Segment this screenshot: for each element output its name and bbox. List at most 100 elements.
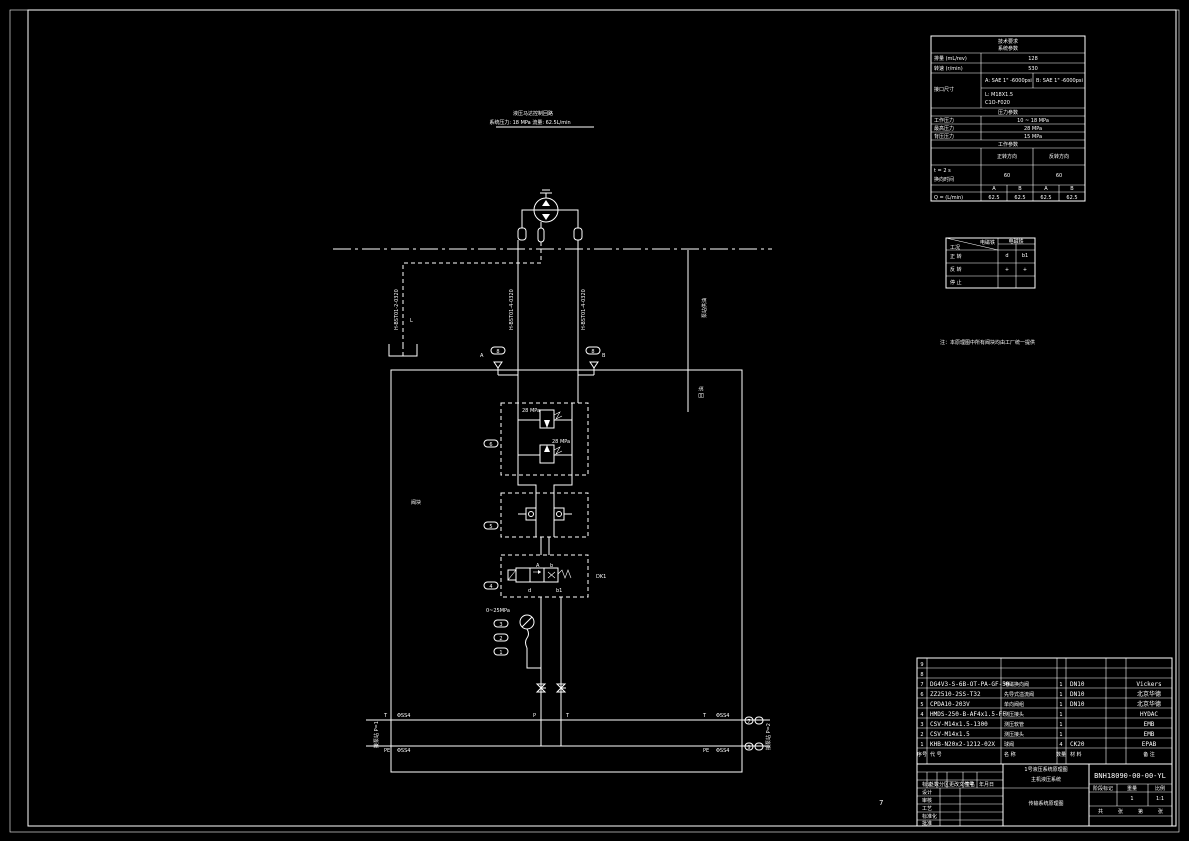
spec-section-work: 工作参数 xyxy=(998,141,1018,148)
bom-cell-code: CSV-M14x1.5-1300 xyxy=(930,721,988,728)
bom-header-material: 材 料 xyxy=(1070,751,1082,758)
bom-cell-name: 单向阀组 xyxy=(1004,701,1024,708)
bom-cell-name: 测压接头 xyxy=(1004,731,1024,738)
bom-cell-no: 7 xyxy=(920,682,923,688)
bom-cell-code: ZZ2510-2SS-T32 xyxy=(930,691,981,698)
spec-port-extra1: L: M18X1.5 xyxy=(985,92,1013,98)
bom-cell-no: 9 xyxy=(920,662,923,668)
sheet-label-1: 共 xyxy=(1098,808,1103,815)
bom-cell-remark: EPAB xyxy=(1142,741,1157,748)
port-pe-left: PE xyxy=(384,748,390,754)
test-point-a: 8 A xyxy=(480,346,518,376)
circuit-subtitle: 液压马达控制回路 xyxy=(513,110,553,117)
spec-flow-2: 62.5 xyxy=(1014,195,1025,201)
bom-cell-name: 电磁换向阀 xyxy=(1004,681,1029,688)
bom-header-qty: 数量 xyxy=(1056,751,1066,758)
port-b-label: B xyxy=(602,353,606,359)
truth-col-d: d xyxy=(1005,253,1008,259)
tb-role-3: 工艺 xyxy=(922,806,932,812)
pipe-size-2: ΦSS4 xyxy=(397,748,410,754)
bubble-5: 5 xyxy=(489,524,492,530)
truth-corner-bottom: 工况 xyxy=(950,245,960,251)
bom-cell-name: 测压软管 xyxy=(1004,721,1024,728)
spec-header2: 系统参数 xyxy=(998,45,1018,52)
spec-pressure3-label: 背压压力 xyxy=(934,133,954,140)
sheet-label-2: 张 xyxy=(1118,808,1123,815)
bom-cell-code: CPDA10-203V xyxy=(930,701,970,708)
tb-label-5: 签名 xyxy=(965,781,975,788)
bubble-r2: 9 xyxy=(747,745,750,751)
bom-cell-remark: HYDAC xyxy=(1140,711,1158,718)
spec-table: 技术要求 系统参数 排量 (mL/rev) 128 转速 (r/min) 530… xyxy=(930,35,1086,202)
bom-cell-remark: EMB xyxy=(1144,731,1155,738)
pipe-l-letter: L xyxy=(410,318,413,324)
ball-valve-p xyxy=(535,683,547,693)
stage-label-1: 阶段标记 xyxy=(1093,785,1113,792)
truth-row3-label: 停 止 xyxy=(950,279,962,286)
port-t-left: T xyxy=(383,713,388,719)
spec-work-val2: 60 xyxy=(1056,173,1062,179)
bom-cell-no: 6 xyxy=(920,692,923,698)
bubble-2: 2 xyxy=(499,636,502,642)
spec-pressure2-label: 最高压力 xyxy=(934,125,954,132)
bom-cell-code: DG4V3-S-6B-OT-PA-GF-50 xyxy=(930,681,1010,688)
bom-header-name: 名 称 xyxy=(1004,751,1016,758)
bom-cell-remark: 北京华德 xyxy=(1137,690,1161,698)
bom-cell-qty: 1 xyxy=(1059,712,1062,718)
truth-col-header: 电磁铁 xyxy=(1008,238,1023,245)
tb-label-4: 更改文件号 xyxy=(949,781,974,788)
port-p-label: P xyxy=(533,713,536,719)
scale-mark: 7 xyxy=(879,799,883,807)
bubble-1: 1 xyxy=(499,650,502,656)
bom-header-no: 序号 xyxy=(917,751,927,758)
test-point-b: 8 B xyxy=(578,346,606,376)
sheet-label-4: 张 xyxy=(1158,808,1163,815)
bom-cell-no: 4 xyxy=(920,712,923,718)
directional-valve-block: A b d b1 DK1 4 xyxy=(483,554,606,598)
bom-cell-code: CSV-M14x1.5 xyxy=(930,731,970,738)
spec-row1-value: 128 xyxy=(1028,56,1038,62)
spec-pressure1-label: 工作压力 xyxy=(934,117,954,124)
port-t-right: T xyxy=(702,713,707,719)
relief-top-label: 28 MPa xyxy=(522,408,540,414)
bubble-r1: 7 xyxy=(747,719,750,725)
spec-port-b: B: SAE 1" -6000psi xyxy=(1036,78,1083,84)
truth-corner-top: 电磁铁 xyxy=(980,239,995,246)
pipe-size-1: ΦSS4 xyxy=(397,713,410,719)
bom-cell-code: KHB-N20x2-1212-02X xyxy=(930,741,995,748)
bom-cell-qty: 1 xyxy=(1059,692,1062,698)
spec-flow-3: 62.5 xyxy=(1040,195,1051,201)
spec-subcol-2: B xyxy=(1018,186,1022,192)
spec-work-val1: 60 xyxy=(1004,173,1010,179)
spec-pressure1-value: 10 ~ 18 MPa xyxy=(1017,118,1049,124)
truth-col-b1: b1 xyxy=(1022,253,1028,259)
bom-cell-material: CK20 xyxy=(1070,741,1085,748)
bom-cell-material: DN10 xyxy=(1070,701,1085,708)
spec-work-col2: 反转方向 xyxy=(1049,153,1069,160)
title-company: 1号液压系统原理图 xyxy=(1024,766,1067,773)
tb-label-6: 年月日 xyxy=(979,781,994,788)
bom-header-code: 代 号 xyxy=(930,751,942,758)
circuit-subtitle2: 系统压力: 18 MPa 流量: 62.5L/min xyxy=(489,119,570,126)
spec-header1: 技术要求 xyxy=(998,38,1018,45)
pipe-size-3: ΦSS4 xyxy=(716,713,729,719)
bom-cell-no: 1 xyxy=(920,742,923,748)
inner-border xyxy=(27,9,1177,827)
outer-border xyxy=(9,9,1180,833)
spec-flow-label: Q = (L/min) xyxy=(934,195,963,201)
valve-pos-d: d xyxy=(528,588,531,594)
spec-work-row1-label: t = 2 s xyxy=(934,168,951,174)
spec-port-a: A: SAE 1" -6000psi xyxy=(985,78,1032,84)
relief-bottom-label: 28 MPa xyxy=(552,439,570,445)
bom-cell-material: DN10 xyxy=(1070,691,1085,698)
title-project: 主机液压系统 xyxy=(1031,776,1061,783)
solenoid-truth-table: 电磁铁 工况 电磁铁 d b1 正 转 + 反 转 + 停 止 xyxy=(945,237,1036,289)
hose-left-label: 接泵站 P=1 xyxy=(373,721,380,748)
pressure-gauge: 0~25MPa 3 2 1 xyxy=(486,608,535,656)
valve-label: DK1 xyxy=(596,574,606,580)
right-label: 回 油 xyxy=(698,386,705,398)
tb-label-1: 标记 xyxy=(922,781,932,788)
valve-pos-b: b xyxy=(550,563,553,569)
port-t-center: T xyxy=(565,713,570,719)
